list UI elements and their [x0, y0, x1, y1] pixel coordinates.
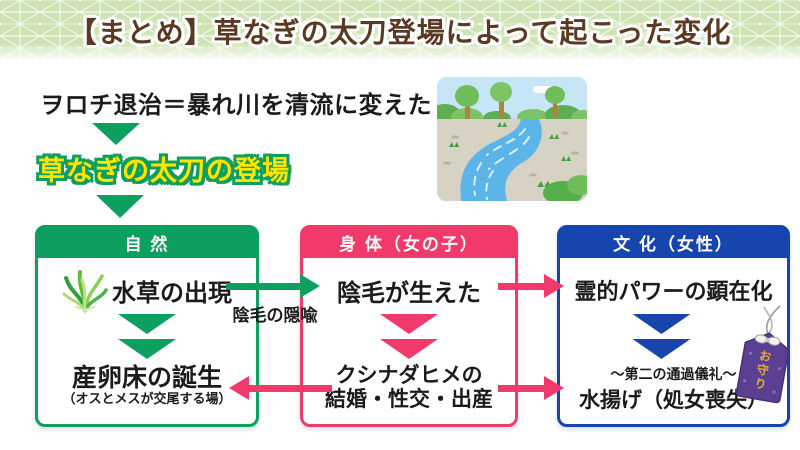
river-illustration	[437, 77, 587, 201]
water-plant-icon	[62, 270, 108, 314]
body-top-label: 陰毛が生えた	[337, 279, 481, 307]
culture-bottom-label: 水揚げ（処女喪失）	[579, 389, 768, 412]
banner-pattern	[0, 0, 800, 62]
nature-bottom-label: 産卵床の誕生	[71, 364, 222, 392]
column-body-header: 身 体（女の子）	[302, 227, 516, 258]
page-title: 【まとめ】草なぎの太刀登場によって起こった変化	[68, 17, 732, 48]
body-chevron-1	[380, 314, 438, 334]
intro-statement: ヲロチ退治＝暴れ川を清流に変えた	[40, 92, 432, 119]
column-nature-header: 自 然	[37, 227, 257, 258]
column-body: 身 体（女の子） 陰毛が生えた クシナダヒメの 結婚・性交・出産	[300, 225, 518, 427]
body-chevron-2	[380, 339, 438, 359]
arrow-body-to-nature-bar	[248, 385, 332, 392]
arrow-nature-to-body-bar	[226, 283, 304, 290]
highlight-step: 草なぎの太刀の登場	[38, 156, 290, 186]
flow-arrow-down-1	[92, 123, 140, 145]
culture-chevron-2	[632, 339, 691, 359]
arrow-body-to-culture-top-bar	[498, 283, 546, 290]
culture-top-label: 霊的パワーの顕在化	[574, 279, 773, 304]
omamori-amulet-graphic	[735, 305, 790, 404]
body-bottom-line2: 結婚・性交・出産	[325, 388, 493, 411]
nature-chevron-2	[118, 339, 176, 359]
body-bottom-line1: クシナダヒメの	[335, 364, 483, 387]
column-nature: 自 然 水草の出現 産卵床の誕生 （オスとメスが交尾する場）	[35, 225, 259, 427]
nature-top-row: 水草の出現	[38, 268, 256, 314]
flow-arrow-down-2	[96, 195, 144, 218]
nature-chevron-1	[118, 314, 176, 334]
nature-top-label: 水草の出現	[112, 279, 232, 307]
metaphor-label: 陰毛の隠喩	[232, 306, 318, 325]
nature-bottom-note: （オスとメスが交尾する場）	[62, 391, 232, 406]
omamori-text: お守り	[751, 348, 773, 393]
omamori-amulet-icon: お守り	[729, 296, 800, 408]
culture-chevron-1	[632, 314, 691, 334]
culture-bottom-note: ～第二の通過儀礼～	[610, 366, 737, 382]
column-culture-header: 文 化（女性）	[559, 227, 788, 258]
arrow-body-to-culture-bottom-bar	[498, 385, 546, 392]
